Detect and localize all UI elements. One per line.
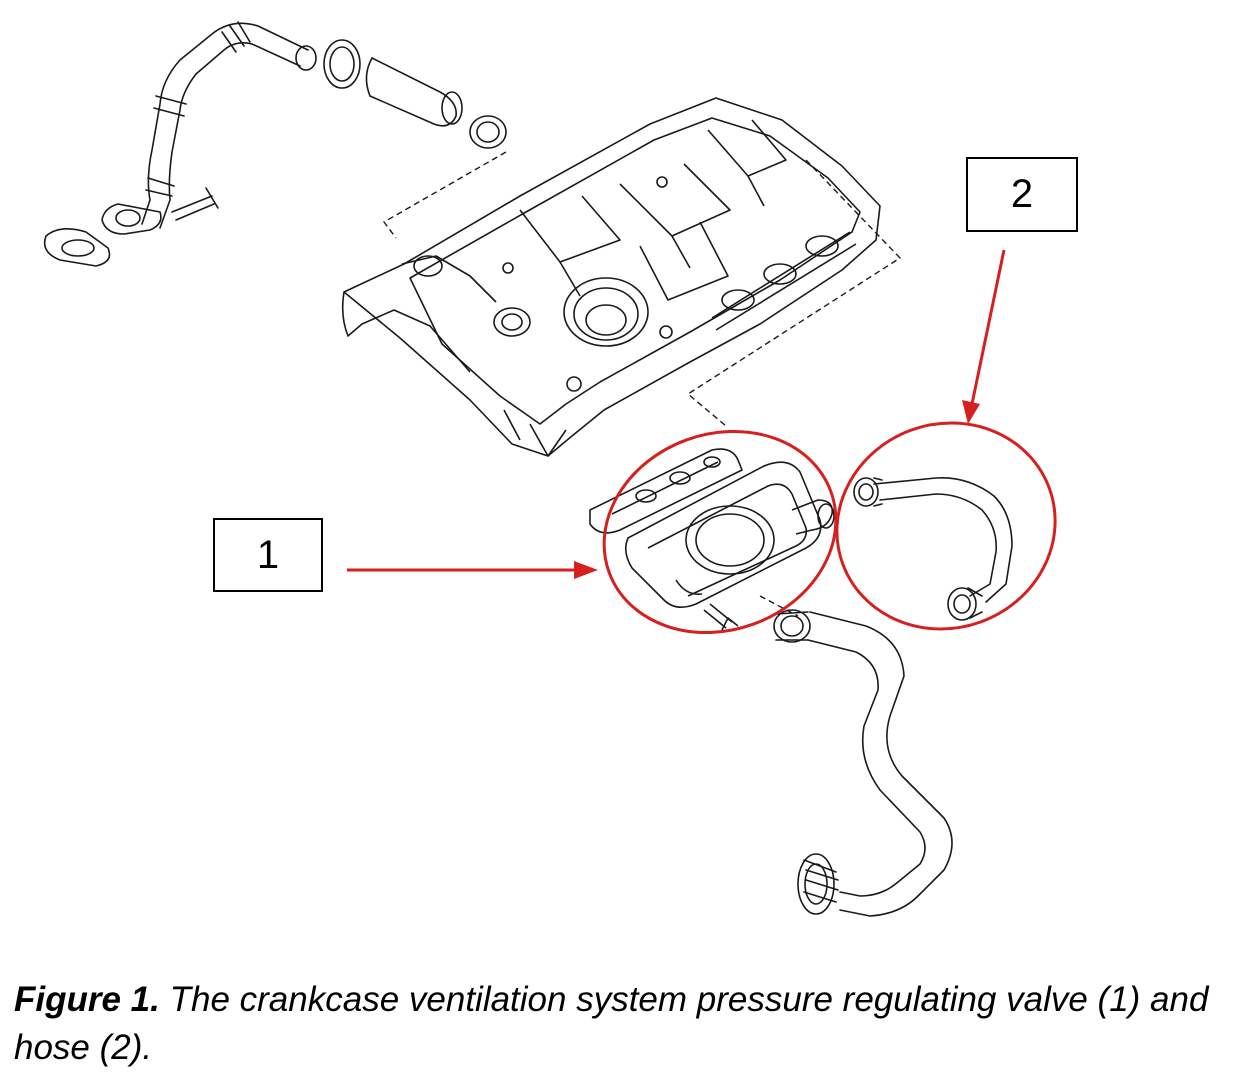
callout-number-2: 2 (1010, 172, 1034, 216)
caption-text: The crankcase ventilation system pressur… (14, 980, 1209, 1067)
arrow-head-2 (962, 400, 980, 424)
caption-label: Figure 1. (14, 980, 160, 1019)
highlight-circle-valve (602, 429, 838, 635)
pressure-regulating-valve (589, 448, 835, 631)
highlights (347, 249, 1057, 635)
hose-2 (853, 477, 1013, 621)
valve-cover (341, 97, 881, 457)
breather-hose-assembly (43, 21, 507, 267)
highlight-circle-hose (835, 421, 1057, 631)
lower-hose (773, 609, 953, 917)
figure-caption: Figure 1. The crankcase ventilation syst… (14, 976, 1244, 1072)
arrow-head-1 (574, 561, 598, 579)
arrow-line-2 (970, 249, 1006, 405)
dashed-leader-lines (382, 151, 902, 617)
callout-number-1: 1 (256, 532, 280, 577)
callout-label-2: 2 (966, 157, 1078, 232)
callout-label-1: 1 (213, 518, 323, 592)
